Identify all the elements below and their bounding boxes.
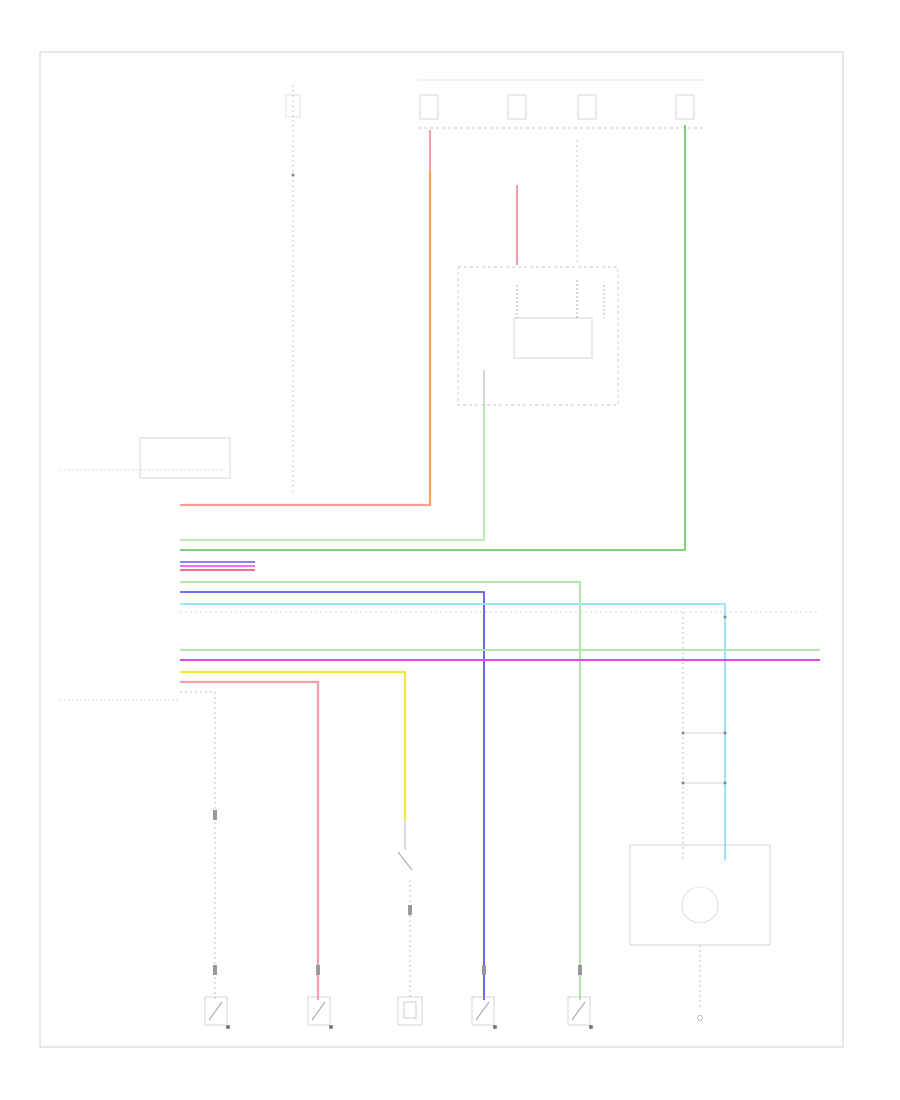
- door-switch-1: [204, 996, 230, 1029]
- right-switch-network: [681, 612, 727, 860]
- fuse-block-top: [418, 79, 705, 129]
- door-lock-switch-box: [629, 844, 771, 1021]
- diagram-border: [39, 51, 844, 1048]
- wire-blue-long: [180, 591, 485, 1000]
- door-switch-3: [471, 996, 497, 1029]
- wire-lt-blue: [180, 603, 726, 860]
- door-lock-actuator: [397, 996, 423, 1026]
- door-switch-2: [307, 996, 333, 1029]
- wire-red-long: [180, 680, 320, 1000]
- wire-lt-green-2: [180, 581, 581, 1000]
- left-top-feed: [285, 85, 301, 495]
- bcm-upper-connector: [60, 437, 231, 479]
- wire-orange: [180, 170, 432, 507]
- wire-black-left: [180, 691, 216, 1000]
- connector-marks: [213, 810, 582, 975]
- center-door-switch: [397, 820, 413, 1000]
- wire-yellow: [180, 670, 407, 820]
- wire-lt-green-1: [180, 405, 485, 541]
- door-switch-4: [567, 996, 593, 1029]
- wire-green-right: [180, 125, 686, 551]
- relay-box: [457, 266, 619, 406]
